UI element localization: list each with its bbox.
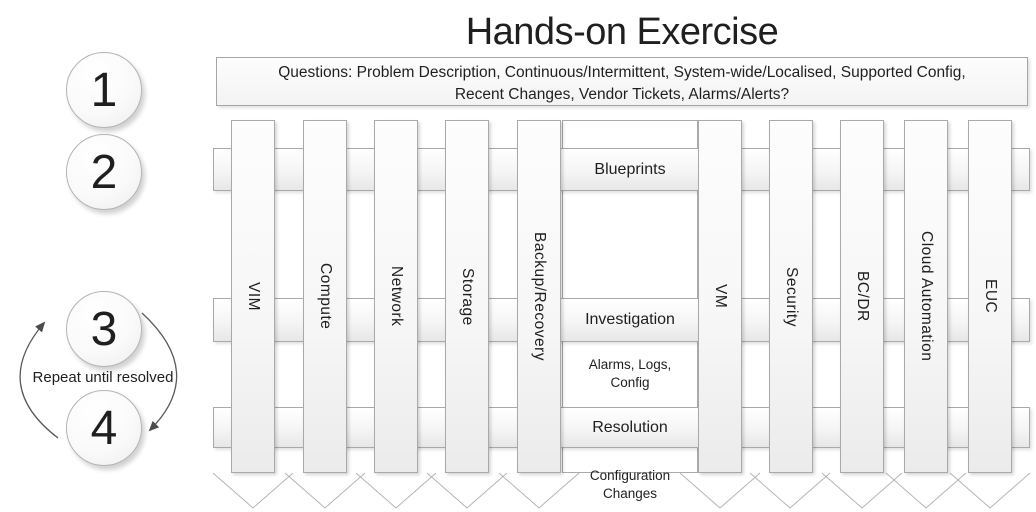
band-label-investigation: Investigation	[585, 311, 675, 328]
column-label-vim: VIM	[245, 281, 262, 312]
step-number-1: 1	[90, 63, 118, 117]
configuration-changes-note: Configuration Changes	[562, 467, 698, 502]
column-label-bcdr: BC/DR	[854, 271, 871, 322]
band-investigation	[213, 298, 1030, 342]
column-backup-recovery: Backup/Recovery	[517, 120, 561, 473]
step-circle-2: 2	[66, 134, 142, 210]
band-label-resolution: Resolution	[592, 419, 668, 436]
step-circle-1: 1	[66, 52, 142, 128]
question-box-line1: Questions: Problem Description, Continuo…	[278, 64, 966, 81]
repeat-cycle-arrows	[19, 312, 178, 439]
column-security: Security	[769, 120, 813, 473]
band-resolution	[213, 407, 1030, 448]
torn-edge-zigzag	[212, 472, 1031, 509]
column-bcdr: BC/DR	[840, 120, 884, 473]
column-label-cloud-automation: Cloud Automation	[918, 231, 935, 362]
column-label-network: Network	[388, 266, 405, 327]
step-circle-4: 4	[66, 390, 142, 466]
column-compute: Compute	[303, 120, 347, 473]
column-label-compute: Compute	[317, 263, 334, 330]
column-label-euc: EUC	[982, 279, 999, 314]
column-storage: Storage	[445, 120, 489, 473]
alarms-note-line2: Config	[610, 374, 650, 390]
repeat-until-resolved-label: Repeat until resolved	[32, 369, 174, 386]
slide-title: Hands-on Exercise	[465, 11, 779, 53]
cycle-arrow-down	[141, 312, 178, 432]
step-circle-3: 3	[66, 291, 142, 367]
changes-note-line1: Configuration	[589, 468, 671, 483]
column-label-vm: VM	[712, 284, 729, 309]
band-blueprints	[213, 148, 1030, 191]
question-box-line2: Recent Changes, Vendor Tickets, Alarms/A…	[454, 86, 790, 103]
column-vm: VM	[698, 120, 742, 473]
step-number-4: 4	[90, 401, 118, 455]
alarms-note-line1: Alarms, Logs,	[588, 357, 672, 372]
column-network: Network	[374, 120, 418, 473]
column-label-storage: Storage	[459, 267, 476, 326]
step-number-2: 2	[90, 145, 118, 199]
alarms-logs-config-note: Alarms, Logs, Config	[562, 356, 698, 391]
cycle-arrow-up	[19, 321, 59, 439]
step-number-3: 3	[90, 302, 118, 356]
column-label-security: Security	[783, 266, 800, 327]
zigzag-left-group	[212, 472, 580, 509]
question-box: Questions: Problem Description, Continuo…	[216, 57, 1028, 106]
column-euc: EUC	[968, 120, 1012, 473]
zigzag-right-group	[679, 472, 1031, 509]
column-label-backup-recovery: Backup/Recovery	[531, 232, 548, 361]
column-vim: VIM	[231, 120, 275, 473]
column-cloud-automation: Cloud Automation	[904, 120, 948, 473]
band-label-blueprints: Blueprints	[594, 161, 666, 178]
changes-note-line2: Changes	[602, 485, 658, 501]
